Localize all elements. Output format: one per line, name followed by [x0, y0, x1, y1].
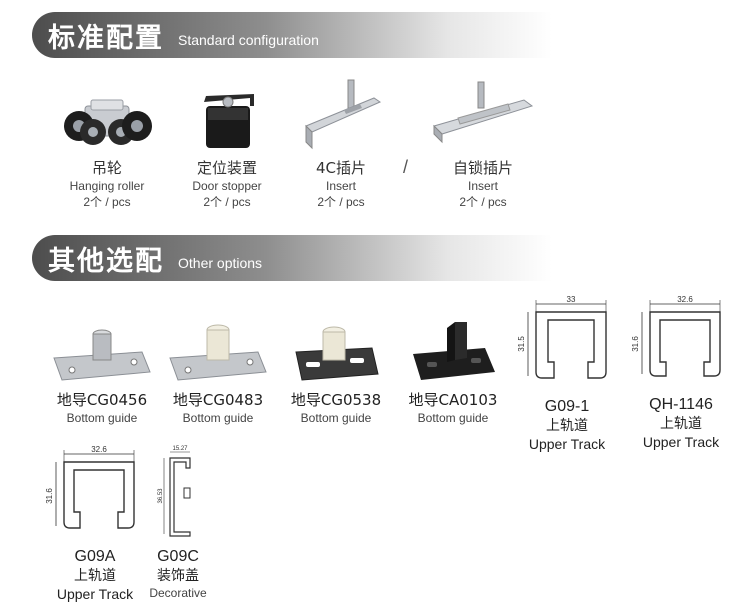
standard-item-4c-insert: 4C插片 Insert 2个 / pcs: [296, 76, 386, 210]
item-name-zh: 4C插片: [315, 159, 367, 177]
track-g09c: 15.27 36.53 G09C 装饰盖 Decorative: [148, 444, 208, 601]
track-name-zh: 上轨道: [546, 418, 588, 434]
section-title-zh: 标准配置: [48, 22, 164, 54]
guide-name-en: Bottom guide: [300, 411, 372, 425]
track-profile-drawing: 32.6 31.6: [45, 445, 135, 529]
section-title-zh: 其他选配: [48, 245, 164, 277]
track-height-label: 31.5: [517, 336, 526, 352]
track-width-label: 32.6: [91, 446, 107, 454]
bottom-guide-image: [169, 324, 267, 381]
guide-code: 地导CA0103: [408, 391, 498, 409]
cover-height-label: 36.53: [158, 488, 164, 504]
separator-slash: /: [403, 157, 409, 177]
4c-insert-image: [305, 79, 382, 150]
track-name-zh: 上轨道: [660, 416, 702, 432]
item-name-en: Insert: [467, 179, 498, 193]
item-qty: 2个 / pcs: [203, 195, 251, 209]
track-name-zh: 装饰盖: [157, 568, 199, 584]
track-profile-drawing: 33 31.5: [517, 295, 607, 379]
track-name-zh: 上轨道: [74, 568, 116, 584]
item-name-zh: 定位装置: [196, 159, 257, 177]
item-name-en: Insert: [325, 179, 356, 193]
guide-code: 地导CG0483: [172, 391, 264, 409]
track-code: QH-1146: [649, 396, 713, 413]
track-width-label: 32.6: [677, 296, 693, 304]
track-code: G09C: [157, 548, 199, 565]
standard-item-hanging-roller: 吊轮 Hanging roller 2个 / pcs: [52, 92, 162, 210]
item-qty: 2个 / pcs: [459, 195, 507, 209]
item-name-en: Door stopper: [192, 179, 262, 193]
section-banner-options: 其他选配 Other options: [32, 235, 552, 281]
track-name-en: Upper Track: [642, 434, 720, 450]
track-name-en: Upper Track: [56, 586, 134, 602]
decorative-cover-drawing: 15.27 36.53: [158, 446, 191, 537]
section-title-en: Standard configuration: [178, 32, 319, 48]
track-height-label: 31.6: [45, 488, 54, 504]
guide-cg0456: 地导CG0456 Bottom guide: [48, 322, 156, 426]
bottom-guide-image: [413, 322, 495, 380]
section-title-en: Other options: [178, 255, 263, 271]
section-banner-standard: 标准配置 Standard configuration: [32, 12, 552, 58]
door-stopper-image: [204, 94, 254, 148]
guide-name-en: Bottom guide: [417, 411, 489, 425]
standard-item-door-stopper: 定位装置 Door stopper 2个 / pcs: [182, 88, 272, 210]
hanging-roller-image: [64, 99, 152, 145]
standard-item-self-lock-insert: 自锁插片 Insert 2个 / pcs: [428, 76, 538, 210]
guide-cg0538: 地导CG0538 Bottom guide: [282, 322, 390, 426]
track-profile-drawing: 32.6 31.6: [631, 295, 721, 377]
guide-code: 地导CG0456: [56, 391, 148, 409]
track-width-label: 33: [567, 296, 576, 304]
guide-cg0483: 地导CG0483 Bottom guide: [164, 322, 272, 426]
track-g09-1: 33 31.5 G09-1 上轨道 Upper Track: [514, 295, 620, 453]
item-name-en: Hanging roller: [69, 179, 145, 193]
item-name-zh: 自锁插片: [452, 159, 513, 177]
item-qty: 2个 / pcs: [317, 195, 365, 209]
guide-ca0103: 地导CA0103 Bottom guide: [398, 318, 508, 426]
guide-code: 地导CG0538: [290, 391, 382, 409]
track-g09a: 32.6 31.6 G09A 上轨道 Upper Track: [42, 445, 148, 603]
item-name-zh: 吊轮: [91, 159, 122, 177]
cover-width-label: 15.27: [172, 446, 188, 452]
track-code: G09A: [74, 548, 116, 565]
track-height-label: 31.6: [631, 336, 640, 352]
bottom-guide-image: [295, 326, 379, 381]
bottom-guide-image: [53, 329, 151, 381]
guide-name-en: Bottom guide: [66, 411, 138, 425]
track-name-en: Decorative: [149, 586, 207, 600]
track-qh-1146: 32.6 31.6 QH-1146 上轨道 Upper Track: [628, 295, 734, 451]
self-lock-insert-image: [433, 81, 534, 144]
track-name-en: Upper Track: [528, 436, 606, 452]
item-qty: 2个 / pcs: [83, 195, 131, 209]
guide-name-en: Bottom guide: [182, 411, 254, 425]
track-code: G09-1: [544, 398, 590, 415]
